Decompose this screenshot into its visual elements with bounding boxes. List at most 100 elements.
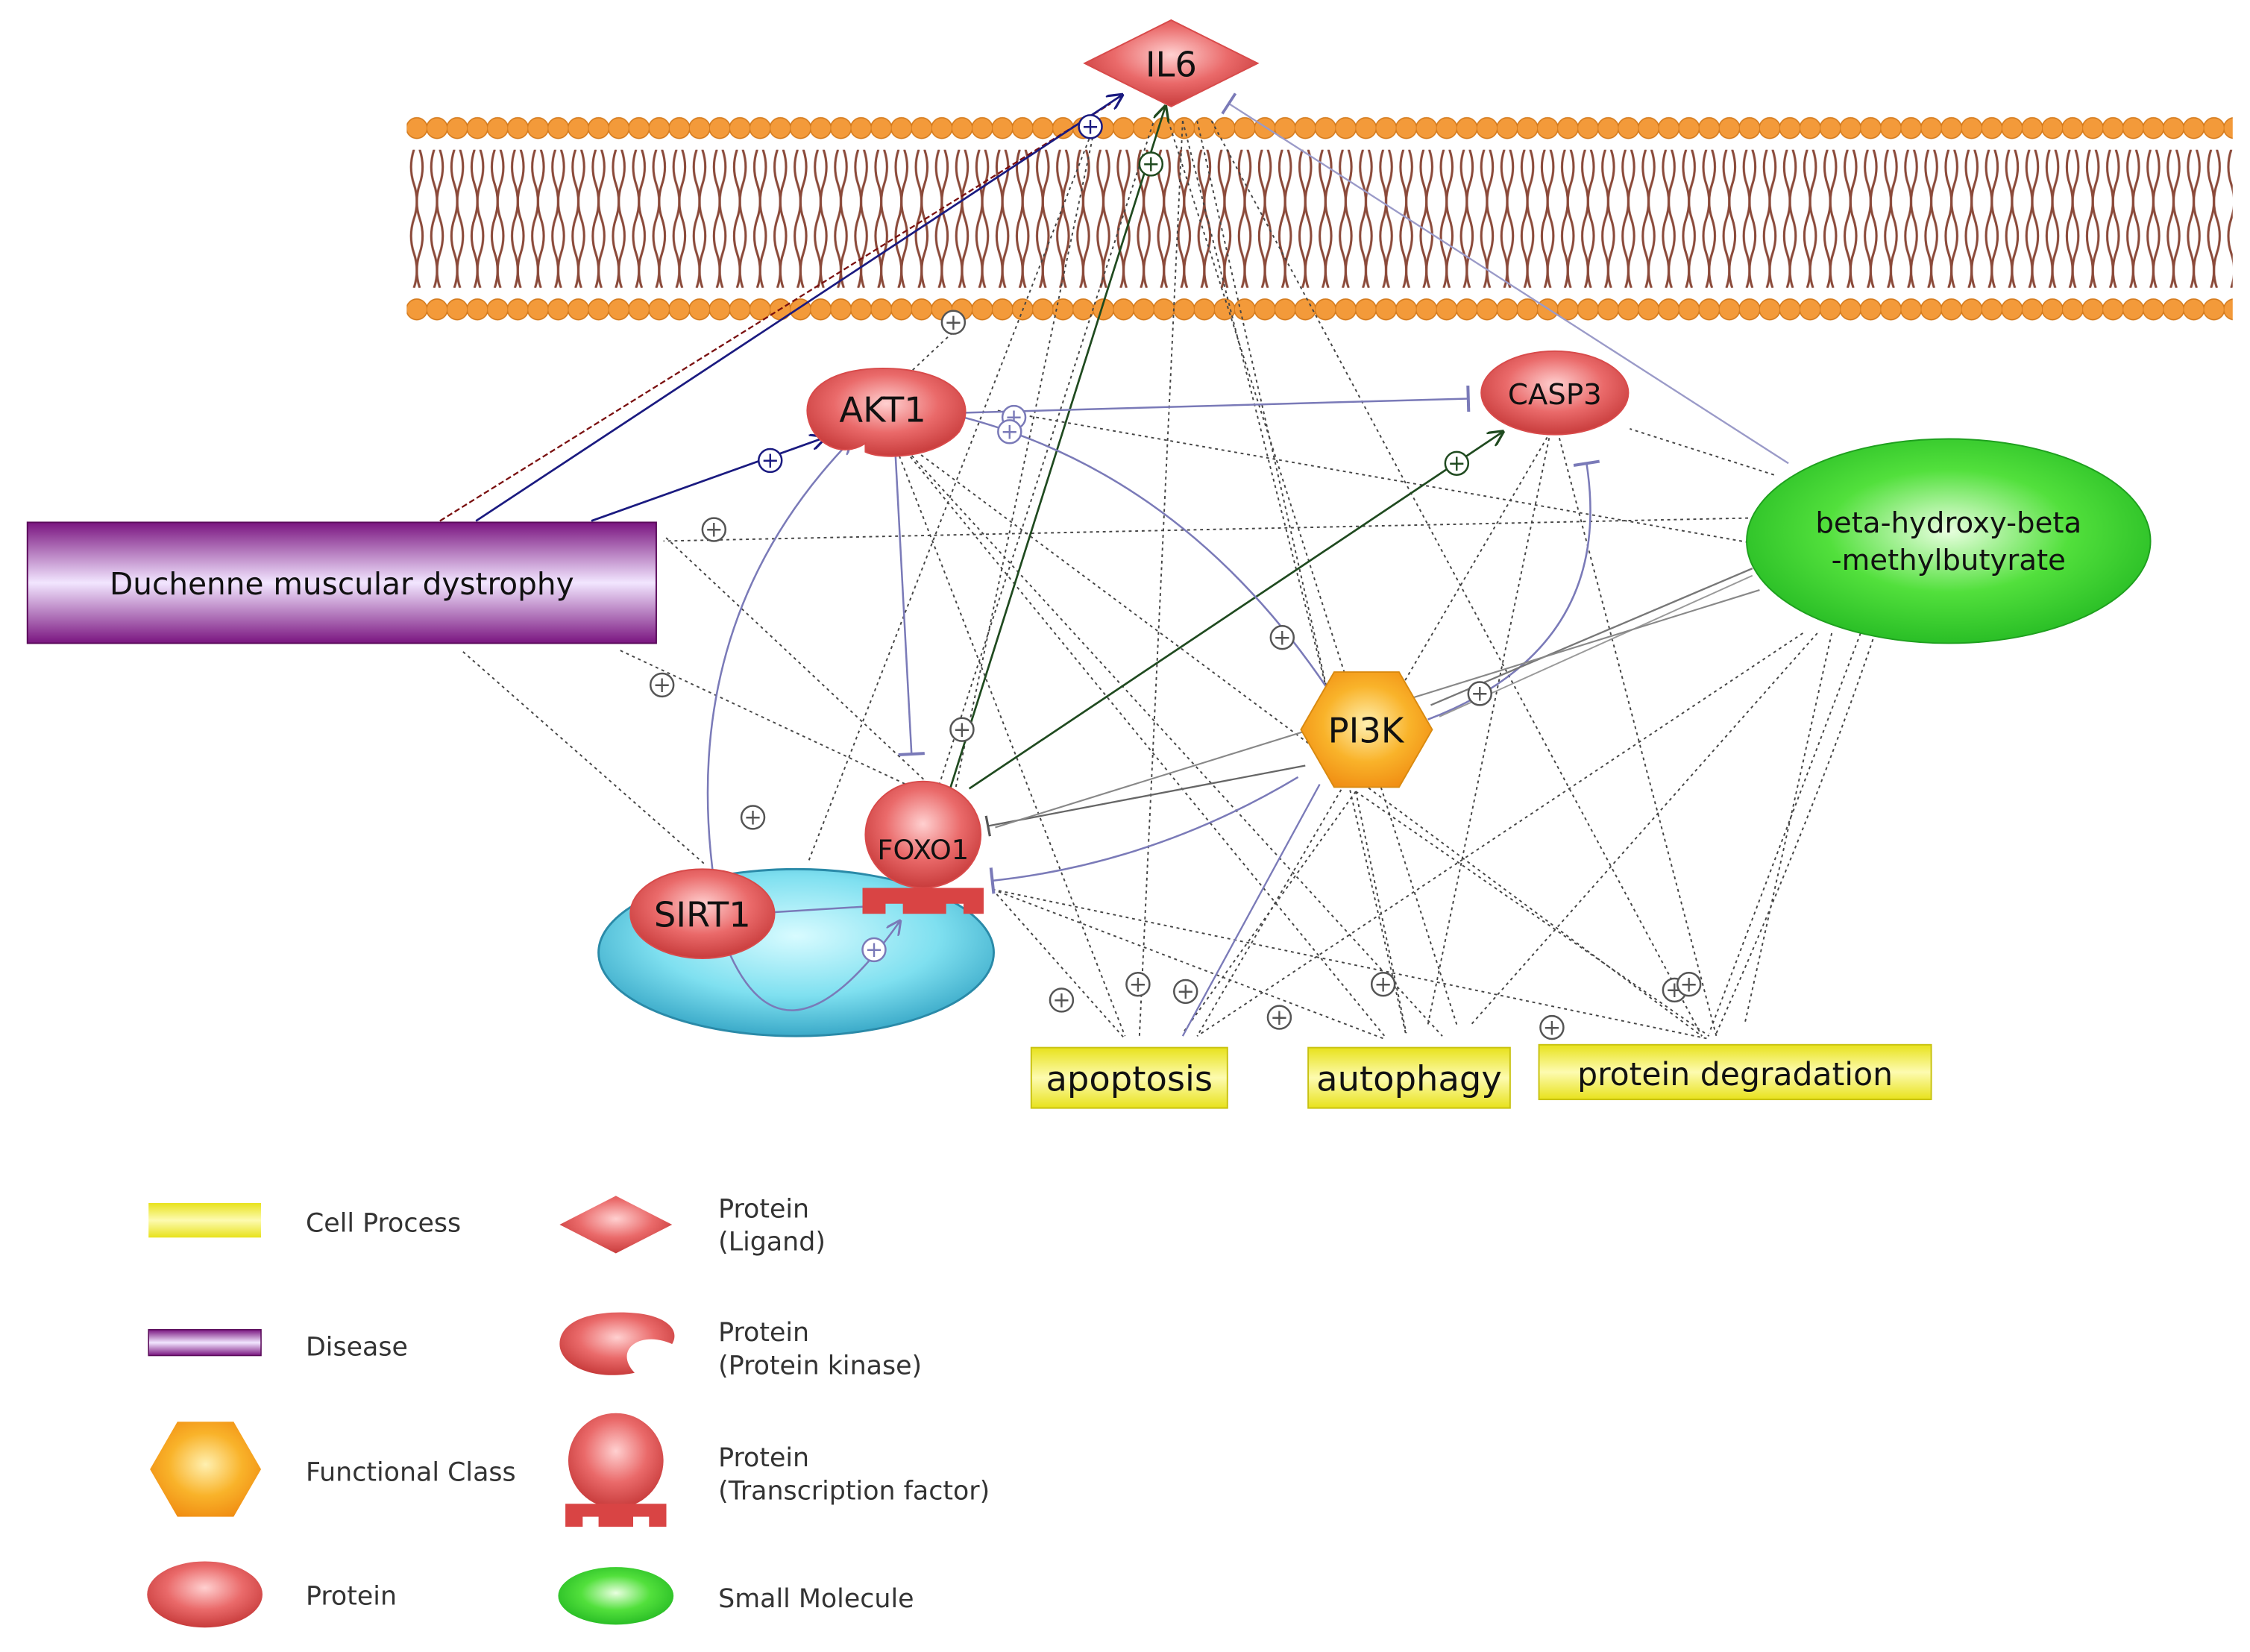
plus-marker: + — [1269, 624, 1295, 650]
node-hmb[interactable]: beta-hydroxy-beta -methylbutyrate — [1746, 438, 2152, 644]
autophagy-label: autophagy — [1316, 1059, 1502, 1099]
legend-tf-label-1: Protein — [718, 1443, 809, 1473]
edge-dotted — [1196, 120, 1407, 1037]
legend-ligand: Protein (Ligand) — [559, 1194, 826, 1257]
plus-marker: + — [861, 937, 887, 963]
edge-dotted — [1744, 632, 1833, 1023]
legend-cell-process: Cell Process — [148, 1203, 461, 1239]
node-apoptosis[interactable]: apoptosis — [1030, 1046, 1228, 1109]
plus-marker: + — [1676, 971, 1702, 997]
edge-sirt1-foxo1 — [771, 905, 866, 914]
edge-dotted — [992, 888, 1385, 1040]
plus-marker: + — [1078, 113, 1103, 139]
legend: Cell Process Disease Functional Class Pr… — [147, 1194, 990, 1628]
legend-transcription-factor: Protein (Transcription factor) — [565, 1413, 990, 1527]
node-il6[interactable]: IL6 — [1083, 19, 1260, 107]
plus-marker: + — [740, 805, 766, 830]
legend-cell-process-swatch — [148, 1203, 262, 1238]
legend-small-molecule: Small Molecule — [558, 1567, 914, 1625]
plus-marker-symbol: + — [1052, 987, 1070, 1013]
legend-tf-swatch-base — [565, 1504, 667, 1527]
plus-marker-symbol: + — [1374, 971, 1392, 996]
edge-pi3k-foxo1-lav — [989, 776, 1299, 894]
node-autophagy[interactable]: autophagy — [1307, 1046, 1511, 1109]
edge-dotted — [1182, 791, 1357, 1034]
apoptosis-label: apoptosis — [1046, 1059, 1213, 1099]
node-sirt1[interactable]: SIRT1 — [629, 868, 776, 959]
legend-protein: Protein — [147, 1561, 397, 1628]
plus-marker-symbol: + — [744, 805, 761, 830]
plus-marker: + — [1172, 979, 1198, 1005]
legend-protein-swatch — [147, 1561, 263, 1628]
edge-dotted — [461, 650, 705, 864]
edge-dotted — [663, 517, 1748, 542]
edge-dotted — [991, 888, 1126, 1040]
edge-dotted — [922, 120, 1155, 835]
plus-marker-symbol: + — [1270, 1005, 1288, 1030]
edge-dotted — [1167, 120, 1458, 1026]
node-casp3[interactable]: CASP3 — [1480, 350, 1630, 436]
edge-dotted — [992, 888, 1709, 1040]
sirt1-label: SIRT1 — [654, 895, 751, 935]
edge-dmd-il6 — [475, 95, 1122, 522]
node-akt1[interactable]: AKT1 — [806, 367, 967, 457]
edge-dotted — [1708, 632, 1861, 1034]
edge-dotted — [951, 120, 1097, 806]
legend-small-molecule-label: Small Molecule — [718, 1584, 914, 1614]
plus-marker-symbol: + — [1273, 624, 1291, 650]
edge-sirt1-akt1 — [706, 440, 851, 881]
plus-marker: + — [1266, 1005, 1292, 1030]
legend-tf-swatch-body — [568, 1413, 664, 1509]
akt1-label: AKT1 — [839, 389, 926, 430]
legend-ligand-label-1: Protein — [718, 1194, 809, 1224]
plus-marker-symbol: + — [953, 717, 971, 742]
plus-marker-symbol: + — [1448, 450, 1465, 476]
plus-marker: + — [1444, 450, 1470, 476]
plus-marker: + — [1467, 681, 1492, 706]
legend-kinase-label-2: (Protein kinase) — [718, 1351, 922, 1381]
edge-casp3-pi3k-lav — [1427, 459, 1600, 720]
legend-kinase-label-1: Protein — [718, 1318, 809, 1348]
plus-marker: + — [701, 517, 727, 542]
legend-cell-process-label: Cell Process — [306, 1209, 461, 1239]
legend-disease-label: Disease — [306, 1333, 408, 1363]
activation-markers: ++++++++++++++++++++++ — [649, 113, 1702, 1040]
plus-marker-symbol: + — [1081, 113, 1099, 139]
plus-marker: + — [940, 310, 967, 335]
casp3-label: CASP3 — [1508, 378, 1602, 412]
plus-marker-symbol: + — [1680, 971, 1698, 996]
plus-marker: + — [1049, 987, 1075, 1013]
plus-marker: + — [1370, 971, 1396, 997]
edge-dotted — [995, 409, 1774, 548]
node-protein-degradation[interactable]: protein degradation — [1538, 1043, 1932, 1101]
legend-protein-label: Protein — [306, 1581, 397, 1611]
edge-dotted — [1181, 120, 1328, 691]
edge-dotted — [662, 535, 953, 807]
edge-foxo1-casp3 — [968, 432, 1503, 790]
plus-marker-symbol: + — [944, 310, 962, 335]
legend-disease: Disease — [148, 1329, 408, 1363]
edge-dotted — [889, 431, 1386, 1037]
legend-tf-label-2: (Transcription factor) — [718, 1477, 990, 1507]
plus-marker-symbol: + — [1129, 971, 1147, 996]
plus-marker: + — [1125, 971, 1151, 997]
edge-dotted — [620, 650, 952, 807]
legend-kinase-swatch — [559, 1312, 675, 1375]
edge-dmd-il6-dashed — [439, 102, 1111, 522]
legend-kinase: Protein (Protein kinase) — [559, 1312, 922, 1381]
plus-marker-symbol: + — [1142, 151, 1160, 177]
edge-dotted — [864, 321, 964, 415]
plus-marker: + — [949, 717, 975, 742]
edge-dotted — [1210, 120, 1703, 1037]
edge-akt1-foxo1 — [893, 431, 925, 756]
node-dmd[interactable]: Duchenne muscular dystrophy — [26, 521, 657, 644]
legend-functional-class-label: Functional Class — [306, 1457, 516, 1487]
edge-dotted — [1354, 791, 1407, 1034]
node-pi3k[interactable]: PI3K — [1300, 671, 1433, 788]
protein-degradation-label: protein degradation — [1577, 1057, 1893, 1093]
node-foxo1[interactable]: FOXO1 — [862, 780, 984, 914]
edge-hmb-il6 — [1221, 92, 1789, 465]
edge-dotted — [1427, 431, 1551, 1025]
plus-marker-symbol: + — [1177, 979, 1195, 1004]
